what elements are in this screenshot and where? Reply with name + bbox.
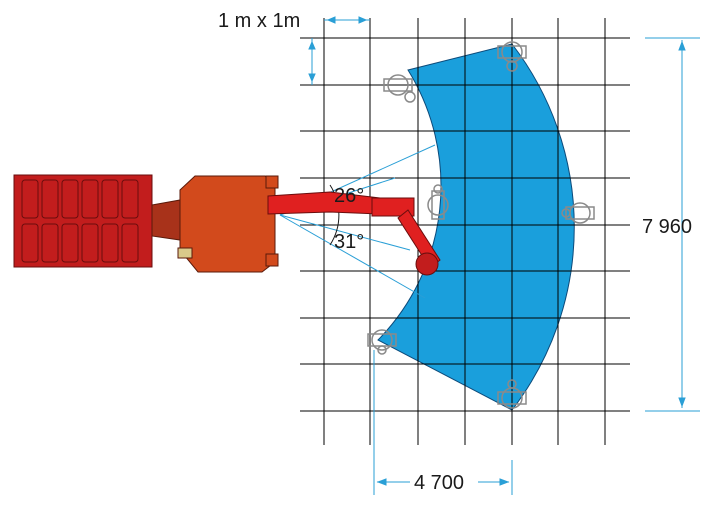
grid-scale-label: 1 m x 1m (218, 10, 300, 32)
height-dimension-label: 7 960 (642, 216, 692, 238)
reach-dimension-label: 4 700 (414, 472, 464, 494)
grid (300, 18, 630, 445)
machine-body (151, 175, 279, 273)
boom-arm (267, 191, 441, 276)
breaker-tool-icon (367, 41, 595, 409)
dimension-lines (308, 16, 700, 495)
angle-lower-label: 31° (334, 231, 364, 253)
machine-tracks (13, 174, 153, 268)
angle-upper-label: 26° (334, 185, 364, 207)
